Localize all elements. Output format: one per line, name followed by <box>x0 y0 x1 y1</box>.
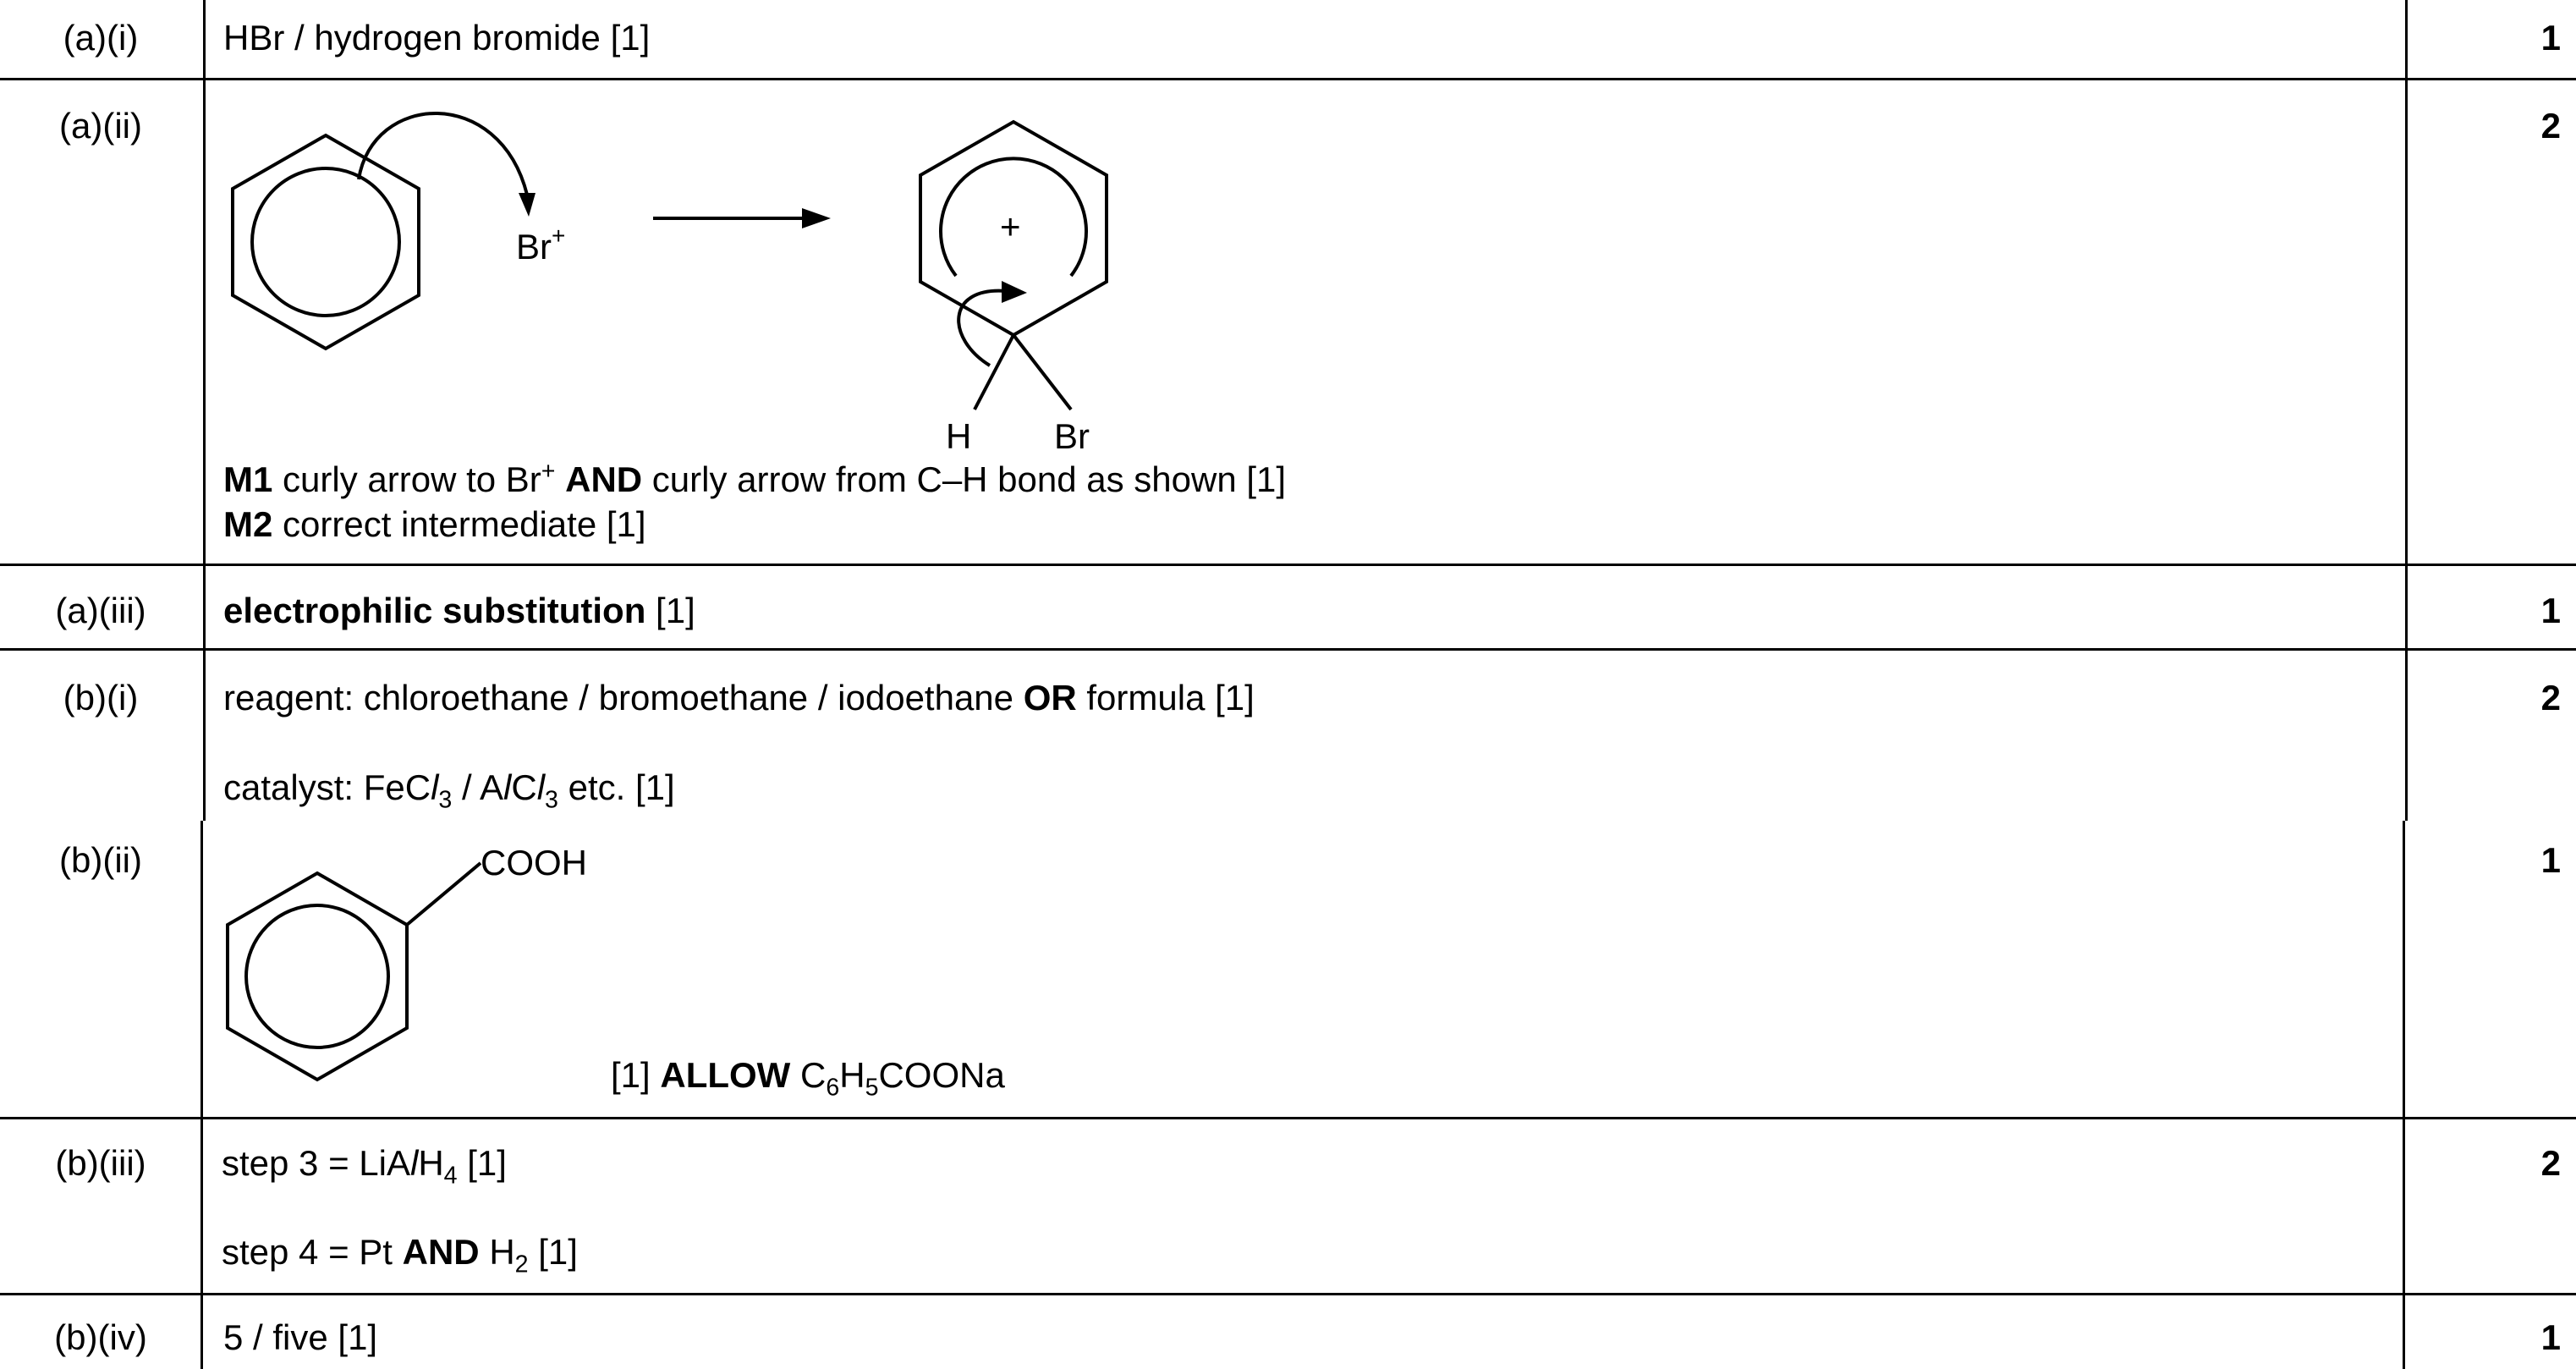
row-divider <box>0 564 2576 566</box>
electrophile-label: Br+ <box>516 223 565 267</box>
row-divider <box>0 78 2576 80</box>
reagent-text: reagent: chloroethane / bromoethane / io… <box>223 678 1255 717</box>
mark-value: 1 <box>2540 1317 2561 1357</box>
marking-point-m1: M1 curly arrow to Br+ AND curly arrow fr… <box>223 458 1287 499</box>
benzoic-acid-structure: COOH <box>226 843 587 1082</box>
question-label: (a)(iii) <box>55 591 146 630</box>
mark-value: 1 <box>2540 18 2561 58</box>
mark-value: 1 <box>2540 840 2561 880</box>
question-label: (b)(ii) <box>59 840 142 880</box>
hydrogen-label: H <box>946 416 971 456</box>
step4-text: step 4 = Pt AND H2 [1] <box>222 1232 578 1278</box>
marking-point-m2: M2 correct intermediate [1] <box>223 504 646 544</box>
carboxylic-acid-label: COOH <box>481 843 587 882</box>
allow-text: [1] ALLOW C6H5COONa <box>611 1055 1005 1102</box>
arrowhead <box>519 193 536 217</box>
column-divider-right <box>2405 0 2408 821</box>
mark-value: 2 <box>2540 678 2561 717</box>
mark-value: 2 <box>2540 1143 2561 1183</box>
benzene-ring <box>231 133 420 351</box>
step3-text: step 3 = LiAlH4 [1] <box>222 1143 507 1190</box>
question-label: (a)(ii) <box>59 106 142 146</box>
column-divider-left <box>203 0 206 821</box>
arenium-intermediate: + H Br <box>919 119 1108 456</box>
row-divider <box>0 1117 2576 1119</box>
question-label: (b)(i) <box>63 678 139 717</box>
answer-text: 5 / five [1] <box>223 1317 378 1357</box>
curly-arrow <box>357 112 529 195</box>
bromine-label: Br <box>1054 416 1090 456</box>
mark-value: 1 <box>2540 591 2561 630</box>
question-label: (b)(iii) <box>55 1143 146 1183</box>
question-label: (b)(iv) <box>54 1317 147 1357</box>
column-divider-left <box>200 821 203 1369</box>
row-divider <box>0 1293 2576 1295</box>
answer-text: electrophilic substitution [1] <box>223 591 695 630</box>
catalyst-text: catalyst: FeCl3 / AlCl3 etc. [1] <box>223 767 675 814</box>
row-divider <box>0 648 2576 651</box>
positive-charge: + <box>1000 206 1021 246</box>
question-label: (a)(i) <box>63 18 139 58</box>
mark-value: 2 <box>2540 106 2561 146</box>
mechanism-diagram: Br+ + H Br <box>231 112 1108 456</box>
answer-text: HBr / hydrogen bromide [1] <box>223 18 651 58</box>
arrowhead <box>802 208 831 228</box>
column-divider-right <box>2403 821 2405 1369</box>
